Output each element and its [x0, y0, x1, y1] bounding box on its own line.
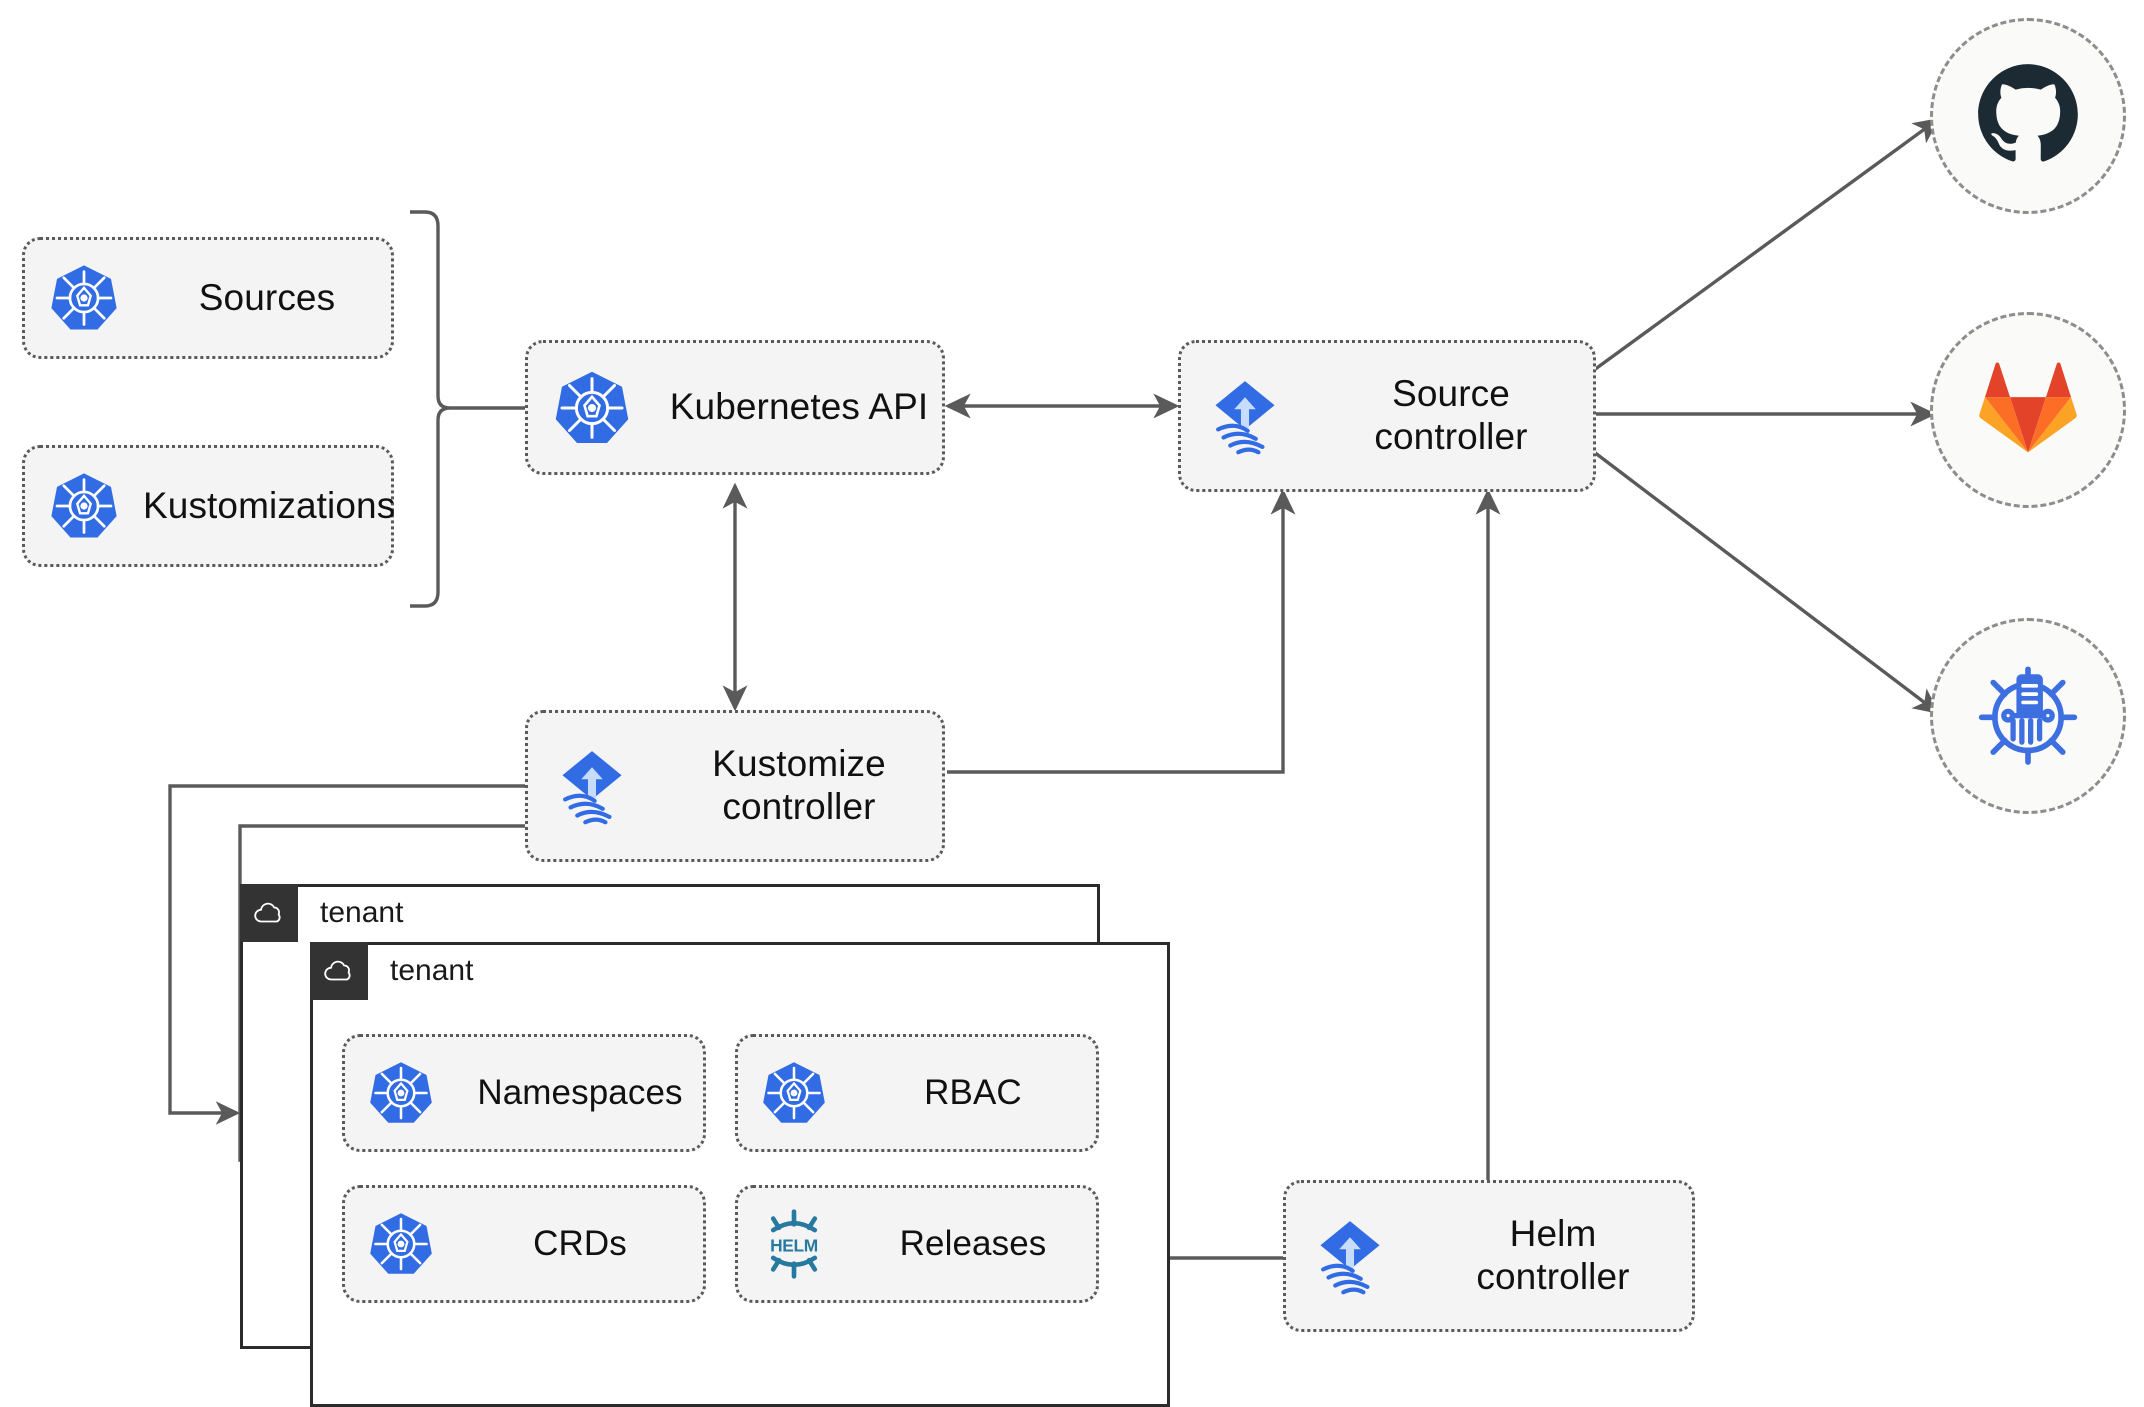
node-kustomize-controller-label: Kustomize controller	[712, 743, 886, 827]
edge-source-to-github	[1592, 117, 1940, 372]
node-kubernetes-api[interactable]: Kubernetes API	[525, 340, 945, 475]
tenant-frame-front[interactable]: tenant	[310, 942, 1170, 1407]
node-helm-controller[interactable]: Helm controller	[1283, 1180, 1695, 1332]
node-namespaces-label: Namespaces	[477, 1072, 683, 1112]
node-releases-label: Releases	[899, 1223, 1047, 1263]
svg-text:HELM: HELM	[770, 1236, 818, 1256]
tenant-back-label: tenant	[320, 896, 404, 929]
flux-icon	[528, 722, 656, 850]
flux-icon	[1286, 1192, 1414, 1320]
provider-gitlab[interactable]	[1930, 312, 2126, 508]
kubernetes-icon	[25, 447, 143, 565]
node-namespaces[interactable]: Namespaces	[342, 1034, 706, 1152]
node-kustomizations[interactable]: Kustomizations	[22, 445, 396, 567]
node-source-controller[interactable]: Source controller	[1178, 340, 1596, 492]
kubernetes-icon	[25, 239, 143, 357]
node-helm-controller-label: Helm controller	[1476, 1213, 1630, 1297]
tenant-front-header: tenant	[310, 942, 473, 1000]
cloud-icon	[310, 942, 368, 1000]
node-crds[interactable]: CRDs	[342, 1185, 706, 1303]
cloud-icon	[240, 884, 298, 942]
node-releases[interactable]: HELM Releases	[735, 1185, 1099, 1303]
tenant-back-header: tenant	[240, 884, 403, 942]
node-sources[interactable]: Sources	[22, 237, 394, 359]
node-rbac-label: RBAC	[924, 1072, 1022, 1112]
node-sources-label: Sources	[198, 276, 336, 318]
provider-helm-repository[interactable]	[1930, 618, 2126, 814]
github-icon	[1976, 62, 2080, 171]
kubernetes-icon	[738, 1037, 850, 1149]
kubernetes-icon	[345, 1188, 457, 1300]
edge-source-to-helm-repo	[1592, 450, 1940, 715]
tenant-front-label: tenant	[390, 954, 474, 987]
edge-kustomize-to-source	[947, 488, 1296, 774]
node-kubernetes-api-label: Kubernetes API	[669, 386, 929, 428]
node-rbac[interactable]: RBAC	[735, 1034, 1099, 1152]
brace-resources	[410, 210, 451, 608]
kubernetes-icon	[345, 1037, 457, 1149]
node-kustomizations-label: Kustomizations	[143, 484, 396, 526]
kubernetes-icon	[528, 344, 656, 472]
node-source-controller-label: Source controller	[1374, 373, 1528, 457]
gitlab-icon	[1979, 361, 2077, 459]
node-kustomize-controller[interactable]: Kustomize controller	[525, 710, 945, 862]
provider-github[interactable]	[1930, 18, 2126, 214]
helm-icon: HELM	[738, 1188, 850, 1300]
flux-icon	[1181, 352, 1309, 480]
node-crds-label: CRDs	[533, 1223, 627, 1263]
helm-repository-icon	[1975, 661, 2081, 772]
